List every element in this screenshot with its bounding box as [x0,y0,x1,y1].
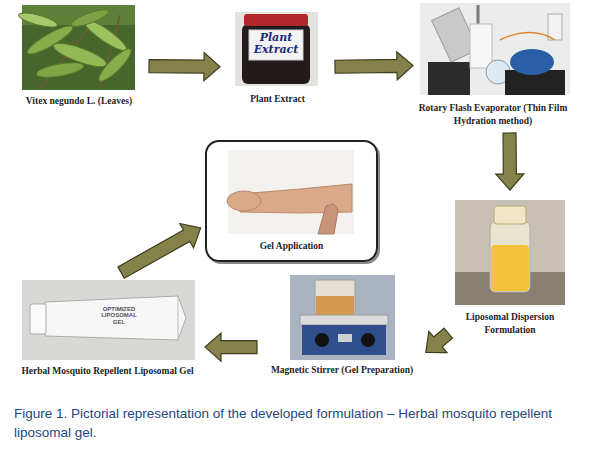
step-label: Vitex negundo L. (Leaves) [26,95,132,108]
step-label: Rotary Flash Evaporator (Thin Film Hydra… [418,102,568,128]
block-arrow [205,333,257,361]
arm-photo [227,150,354,234]
tube-label-text: OPTIMIZED LIPOSOMAL GEL [98,306,140,325]
tube-photo [22,280,195,360]
application-box: Gel Application [205,140,378,262]
step-label: Plant Extract [250,93,305,106]
process-step: Herbal Mosquito Repellent Liposomal Gel [15,275,200,378]
block-arrow [149,53,220,81]
vial-photo [455,200,565,305]
jar-label-text: Plant Extract [249,32,303,55]
step-label: Gel Application [260,240,324,253]
process-step: Liposomal Dispersion Formulation [452,195,568,337]
stirrer-photo [290,275,395,360]
process-step: Rotary Flash Evaporator (Thin Film Hydra… [418,3,568,128]
leaf-photo [17,5,135,90]
block-arrow [118,223,201,278]
process-step: Magnetic Stirrer (Gel Preparation) [262,270,422,377]
block-arrow [335,52,413,80]
step-label: Herbal Mosquito Repellent Liposomal Gel [21,365,193,378]
block-arrow [496,133,524,190]
process-step: Plant Extract [225,8,330,106]
step-label: Liposomal Dispersion Formulation [452,311,568,337]
process-step: Vitex negundo L. (Leaves) [14,3,144,108]
figure-caption: Figure 1. Pictorial representation of th… [14,404,586,442]
step-label: Magnetic Stirrer (Gel Preparation) [271,364,413,377]
jar-photo [235,12,318,86]
evaporator-photo [420,3,570,95]
block-arrow [426,328,453,352]
